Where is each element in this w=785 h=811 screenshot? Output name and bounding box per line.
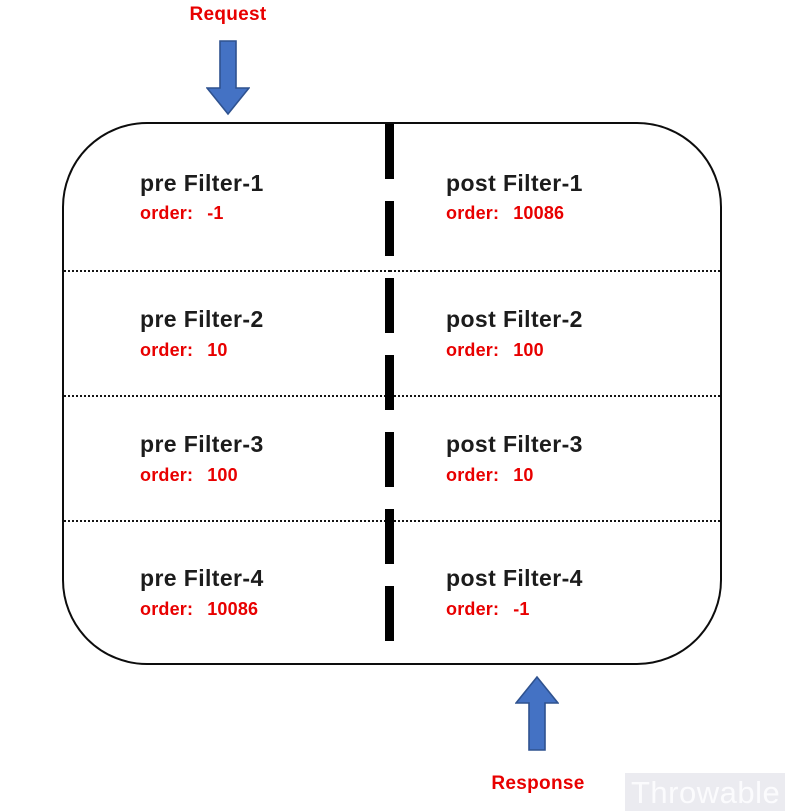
- order-label: order:: [446, 598, 500, 619]
- order-label: order:: [140, 464, 194, 485]
- order-label: order:: [446, 464, 500, 485]
- pre-filter-3-title: pre Filter-3: [140, 431, 264, 458]
- post-filter-4-cell: post Filter-4 order: -1: [390, 520, 720, 663]
- pre-filter-2-order: order: 10: [140, 340, 390, 361]
- order-label: order:: [140, 598, 194, 619]
- throwable-watermark: Throwable: [625, 773, 785, 811]
- order-value: 10086: [513, 203, 565, 224]
- pre-filter-4-title: pre Filter-4: [140, 565, 264, 592]
- pre-post-dashed-divider: [385, 124, 394, 663]
- post-filter-1-order: order: 10086: [446, 203, 720, 224]
- order-value: -1: [207, 203, 224, 224]
- order-label: order:: [446, 339, 500, 360]
- filter-chain-box: pre Filter-1 order: -1 post Filter-1 orde…: [62, 122, 722, 665]
- post-filter-4-order: order: -1: [446, 599, 720, 620]
- pre-filter-2-cell: pre Filter-2 order: 10: [64, 270, 390, 395]
- order-value: 10: [513, 464, 534, 485]
- order-label: order:: [140, 339, 194, 360]
- pre-filter-2-title: pre Filter-2: [140, 306, 264, 333]
- post-filter-3-order: order: 10: [446, 465, 720, 486]
- post-filter-3-title: post Filter-3: [446, 431, 583, 458]
- pre-filter-4-cell: pre Filter-4 order: 10086: [64, 520, 390, 663]
- order-value: 100: [207, 464, 238, 485]
- order-label: order:: [140, 203, 194, 224]
- post-filter-2-title: post Filter-2: [446, 306, 583, 333]
- pre-filter-3-cell: pre Filter-3 order: 100: [64, 395, 390, 520]
- post-filter-3-cell: post Filter-3 order: 10: [390, 395, 720, 520]
- post-filter-2-order: order: 100: [446, 340, 720, 361]
- response-up-arrow-icon: [515, 675, 559, 751]
- pre-filter-3-order: order: 100: [140, 465, 390, 486]
- response-label: Response: [491, 773, 585, 794]
- post-filter-4-title: post Filter-4: [446, 565, 583, 592]
- post-filter-1-cell: post Filter-1 order: 10086: [390, 124, 720, 270]
- pre-filter-4-order: order: 10086: [140, 599, 390, 620]
- post-filter-1-title: post Filter-1: [446, 169, 583, 196]
- pre-filter-1-cell: pre Filter-1 order: -1: [64, 124, 390, 270]
- filter-grid: pre Filter-1 order: -1 post Filter-1 orde…: [64, 124, 720, 663]
- pre-filter-1-order: order: -1: [140, 203, 390, 224]
- order-value: 10086: [207, 598, 259, 619]
- post-filter-2-cell: post Filter-2 order: 100: [390, 270, 720, 395]
- order-value: 100: [513, 339, 544, 360]
- order-value: -1: [513, 598, 530, 619]
- request-down-arrow-icon: [206, 40, 250, 116]
- pre-filter-1-title: pre Filter-1: [140, 169, 264, 196]
- order-value: 10: [207, 339, 228, 360]
- order-label: order:: [446, 203, 500, 224]
- request-label: Request: [189, 4, 267, 25]
